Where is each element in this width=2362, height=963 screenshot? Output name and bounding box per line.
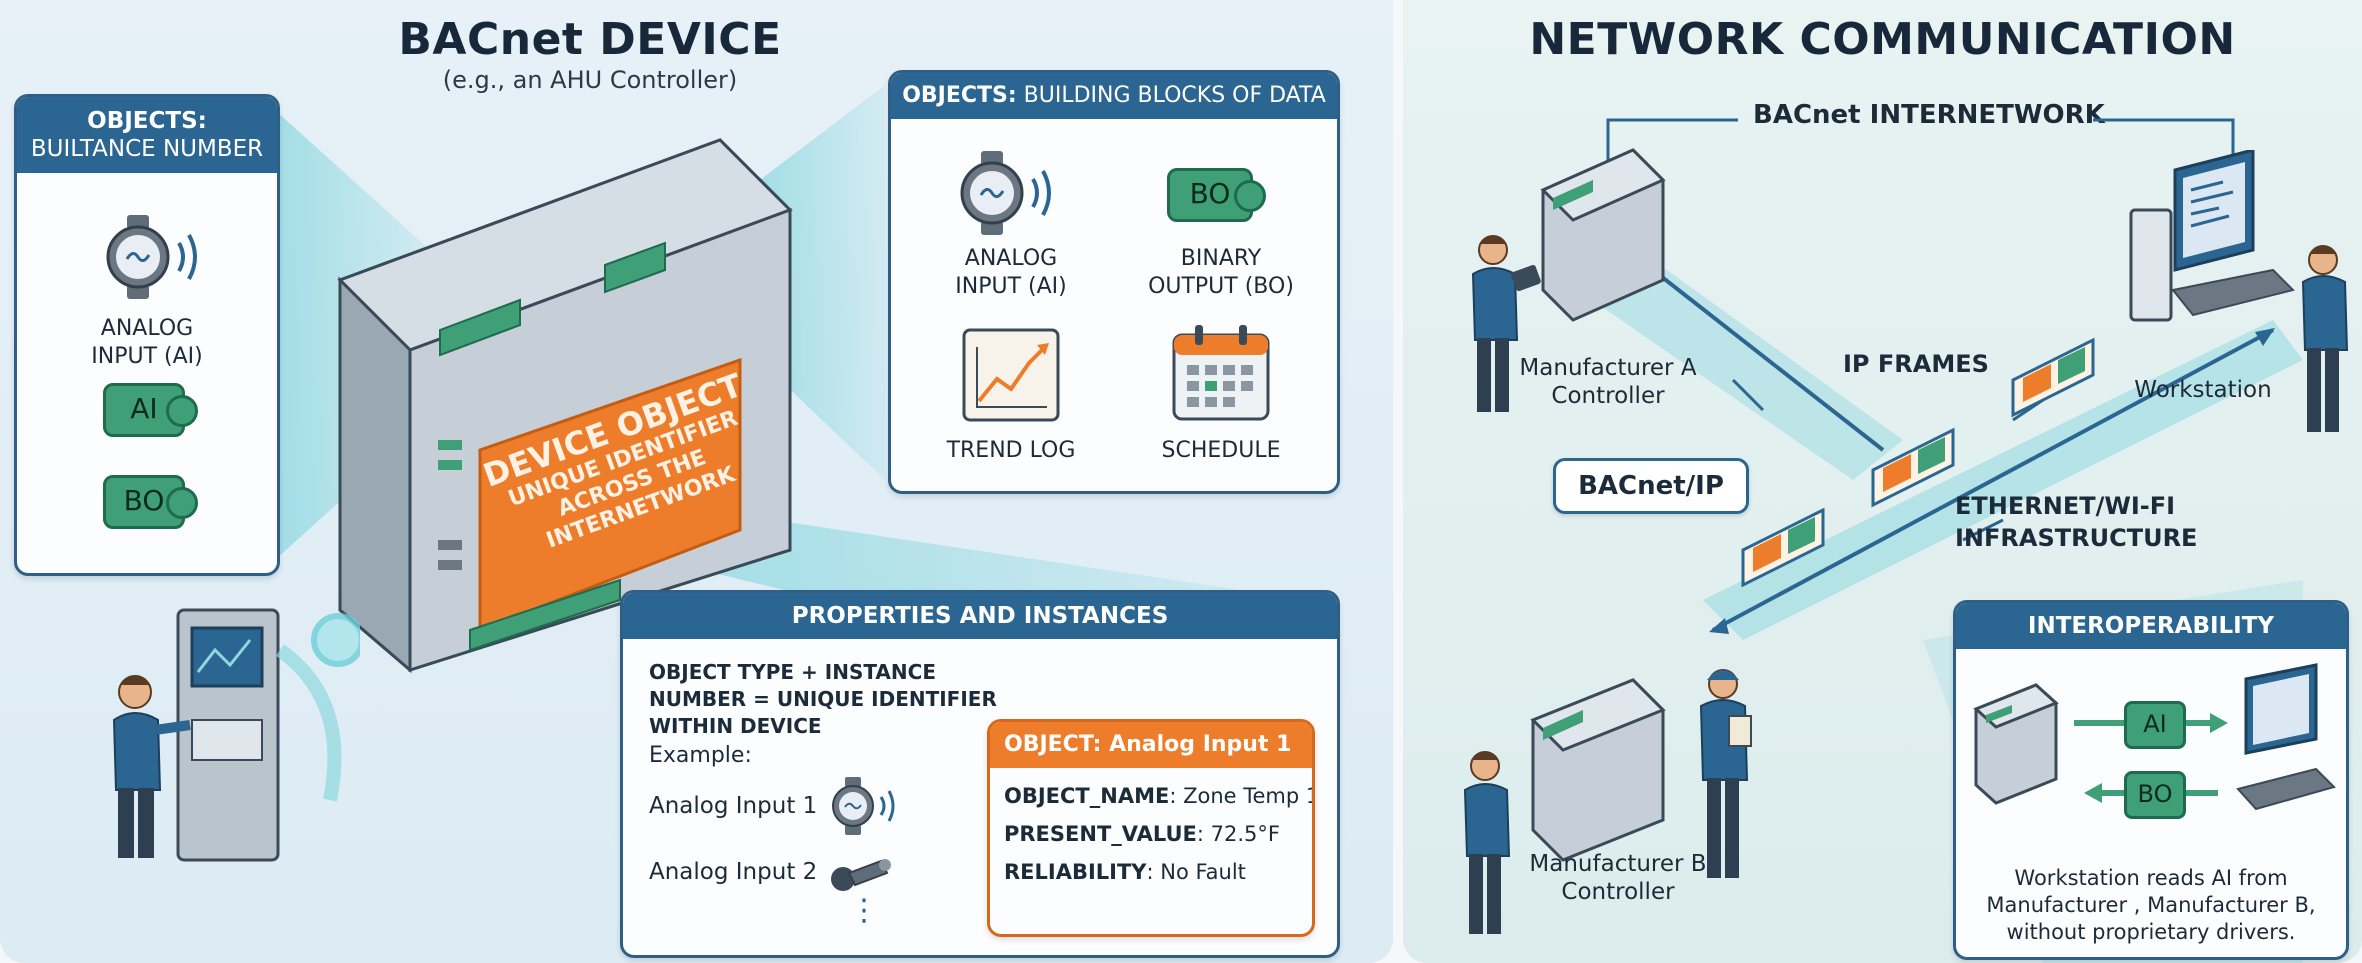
interop-bo-tag: BO xyxy=(2124,771,2186,819)
bacnet-ip-callout-label: BACnet/IP xyxy=(1578,471,1724,501)
ai-tag: AI xyxy=(103,383,198,437)
example-label: Example: xyxy=(649,743,752,768)
analog-sensor-icon xyxy=(106,215,197,299)
panel-title: NETWORK COMMUNICATION xyxy=(1529,14,2236,65)
analog-input-label-line1: ANALOG xyxy=(100,316,194,341)
bo-tag-knob xyxy=(166,487,198,519)
ip-frame-packets xyxy=(1741,337,2095,588)
property-present-value: PRESENT_VALUE: 72.5°F xyxy=(1004,822,1280,846)
workstation-label: Workstation xyxy=(2134,377,2272,403)
ip-frames-label: IP FRAMES xyxy=(1843,350,1989,378)
packet-2 xyxy=(1871,427,1955,508)
manufacturer-b-controller xyxy=(1463,669,1752,934)
interoperability-card: INTEROPERABILITY AI BO Workstation reads… xyxy=(1953,600,2349,960)
ethernet-infrastructure-line2: INFRASTRUCTURE xyxy=(1955,524,2198,552)
packet-1 xyxy=(1741,507,1825,588)
operator-hmi-figure xyxy=(112,608,360,862)
ethernet-infrastructure-line1: ETHERNET/WI-FI xyxy=(1955,492,2176,520)
analog-input-1-icon xyxy=(832,777,895,835)
building-blocks-bo-line1: BINARY xyxy=(1180,246,1262,271)
bacnet-ip-callout: BACnet/IP xyxy=(1553,458,1749,514)
property-reliability-value: : No Fault xyxy=(1146,860,1246,884)
interop-caption: Workstation reads AI from Manufacturer ,… xyxy=(1956,865,2346,946)
interop-caption-line2: Manufacturer , Manufacturer B, xyxy=(1986,893,2316,917)
bo-tag-label: BO xyxy=(123,484,165,517)
schedule-label: SCHEDULE xyxy=(1161,438,1281,463)
building-blocks-ai-label: ANALOG INPUT (AI) xyxy=(911,245,1111,301)
property-reliability: RELIABILITY: No Fault xyxy=(1004,860,1246,884)
ai-tag-knob xyxy=(166,395,198,427)
workstation-computer xyxy=(2129,150,2349,432)
property-object-name-value: : Zone Temp 1 xyxy=(1169,784,1315,808)
manufacturer-a-label-line1: Manufacturer A xyxy=(1519,355,1697,381)
ahu-controller-device xyxy=(337,138,793,674)
building-blocks-card: OBJECTS: BUILDING BLOCKS OF DATA ANALOG … xyxy=(888,70,1340,494)
identifier-rule: OBJECT TYPE + INSTANCE NUMBER = UNIQUE I… xyxy=(649,659,997,740)
identifier-rule-line3: WITHIN DEVICE xyxy=(649,714,822,738)
manufacturer-b-label-line2: Controller xyxy=(1561,879,1675,905)
manufacturer-a-label-line2: Controller xyxy=(1551,383,1665,409)
analog-input-label-line2: INPUT (AI) xyxy=(91,344,203,369)
analog-input-icon xyxy=(960,151,1051,235)
more-instances-dots: ⋮ xyxy=(849,893,879,928)
bo-object-tag: BO xyxy=(1167,168,1266,222)
objects-card-header-line1: OBJECTS: xyxy=(87,108,207,134)
analog-input-2-label: Analog Input 2 xyxy=(649,859,818,885)
object-detail-card: OBJECT: Analog Input 1 OBJECT_NAME: Zone… xyxy=(987,719,1315,937)
building-blocks-bo-line2: OUTPUT (BO) xyxy=(1148,274,1294,299)
objects-card-header-line2: BUILTANCE NUMBER xyxy=(30,136,264,162)
interoperability-header: INTEROPERABILITY xyxy=(1956,603,2346,649)
building-blocks-header: OBJECTS: BUILDING BLOCKS OF DATA xyxy=(891,73,1337,119)
ai-tag-label: AI xyxy=(130,392,158,425)
interop-flow-diagram xyxy=(1973,663,2336,811)
property-reliability-key: RELIABILITY xyxy=(1004,860,1147,884)
interop-ai-tag: AI xyxy=(2124,701,2186,749)
manufacturer-a-controller xyxy=(1471,148,1666,412)
trend-log-label: TREND LOG xyxy=(946,438,1076,463)
manufacturer-b-label: Manufacturer B Controller xyxy=(1503,850,1733,906)
trend-log-icon xyxy=(962,328,1060,422)
building-blocks-header-bold: OBJECTS: xyxy=(902,83,1017,108)
manufacturer-a-label: Manufacturer A Controller xyxy=(1493,354,1723,410)
object-detail-header: OBJECT: Analog Input 1 xyxy=(990,722,1312,768)
analog-input-2-icon xyxy=(831,859,891,891)
identifier-rule-line1: OBJECT TYPE + INSTANCE xyxy=(649,660,936,684)
property-object-name: OBJECT_NAME: Zone Temp 1 xyxy=(1004,784,1315,808)
panel-title: BACnet DEVICE xyxy=(398,14,782,65)
bacnet-device-panel: BACnet DEVICE (e.g., an AHU Controller) … xyxy=(0,0,1393,963)
analog-input-label: ANALOG INPUT (AI) xyxy=(17,315,277,371)
bo-tag: BO xyxy=(103,475,198,529)
properties-instances-card: PROPERTIES AND INSTANCES OBJECT TYPE + I… xyxy=(620,590,1340,958)
building-blocks-header-rest: BUILDING BLOCKS OF DATA xyxy=(1016,83,1326,108)
properties-header: PROPERTIES AND INSTANCES xyxy=(623,593,1337,639)
property-present-value-key: PRESENT_VALUE xyxy=(1004,822,1197,846)
bo-object-tag-label: BO xyxy=(1189,177,1231,210)
building-blocks-ai-line1: ANALOG xyxy=(964,246,1058,271)
objects-card: OBJECTS: BUILTANCE NUMBER ANALOG INPUT (… xyxy=(14,94,280,576)
bo-object-tag-knob xyxy=(1234,180,1266,212)
building-blocks-bo-label: BINARY OUTPUT (BO) xyxy=(1121,245,1321,301)
network-communication-panel: NETWORK COMMUNICATION BACnet INTERNETWOR… xyxy=(1403,0,2362,963)
building-blocks-ai-line2: INPUT (AI) xyxy=(955,274,1067,299)
manufacturer-b-label-line1: Manufacturer B xyxy=(1529,851,1707,877)
interop-caption-line1: Workstation reads AI from xyxy=(2014,866,2288,890)
packet-3 xyxy=(2011,337,2095,418)
schedule-icon xyxy=(1172,325,1270,421)
interop-caption-line3: without proprietary drivers. xyxy=(2006,920,2296,944)
analog-input-1-label: Analog Input 1 xyxy=(649,793,818,819)
ethernet-infrastructure-label: ETHERNET/WI-FI INFRASTRUCTURE xyxy=(1955,490,2197,554)
objects-card-header: OBJECTS: BUILTANCE NUMBER xyxy=(17,97,277,173)
identifier-rule-line2: NUMBER = UNIQUE IDENTIFIER xyxy=(649,687,997,711)
property-object-name-key: OBJECT_NAME xyxy=(1004,784,1170,808)
property-present-value-value: : 72.5°F xyxy=(1196,822,1280,846)
internetwork-label: BACnet INTERNETWORK xyxy=(1753,100,2105,130)
panel-subtitle: (e.g., an AHU Controller) xyxy=(442,66,738,94)
